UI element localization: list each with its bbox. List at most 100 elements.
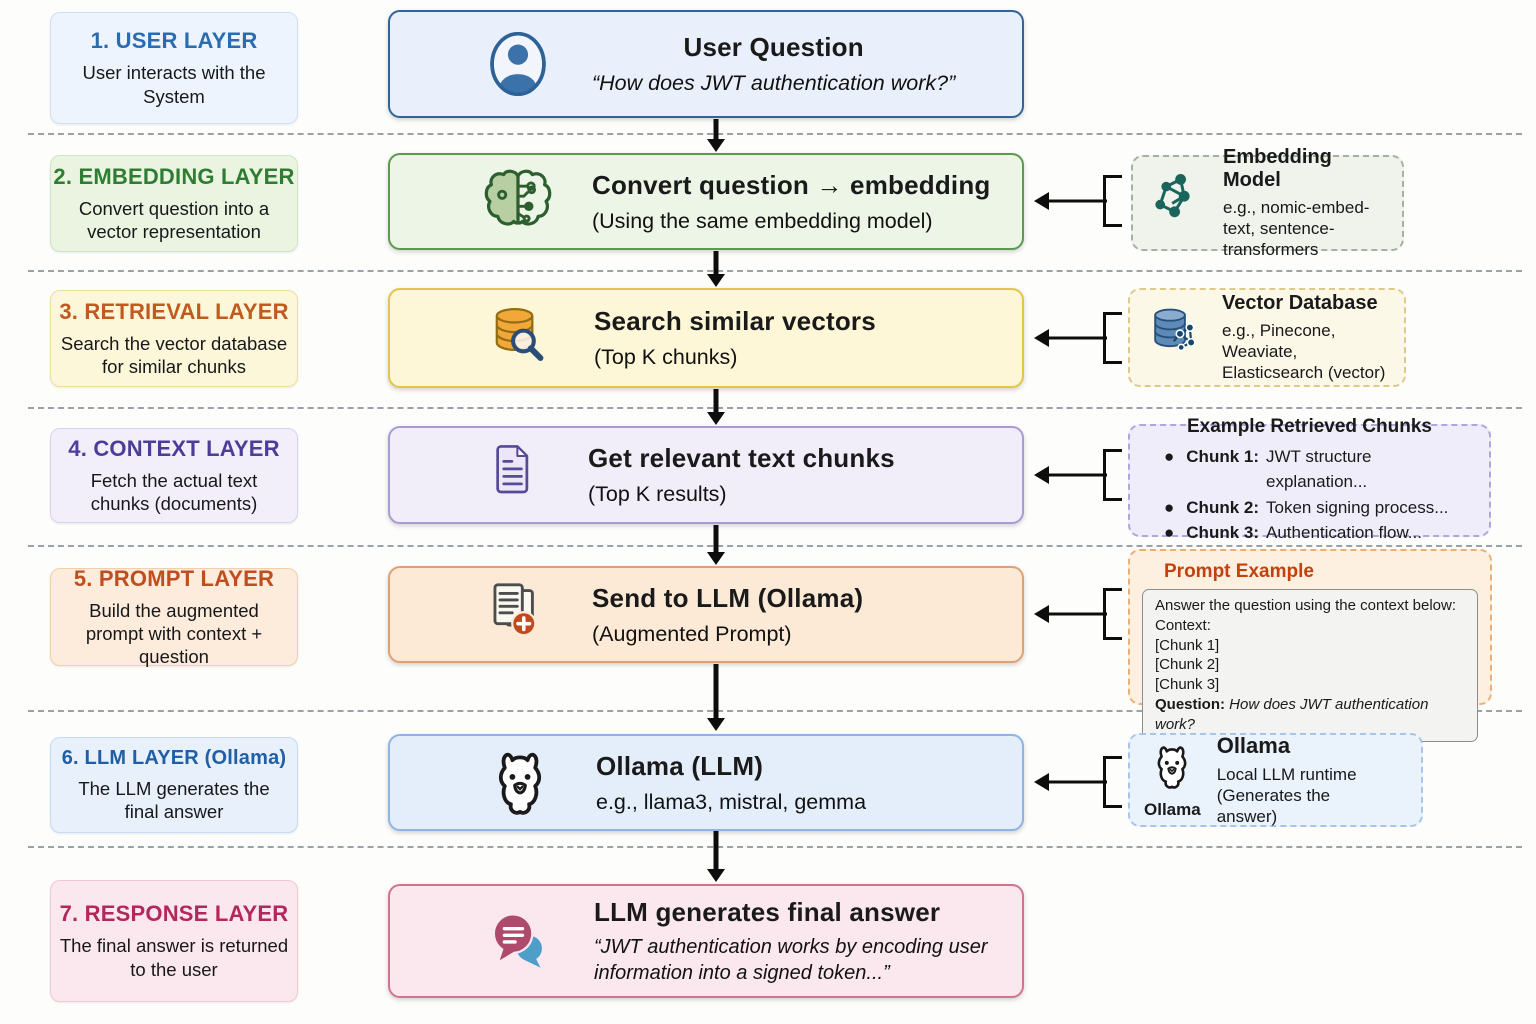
- layer-separator: [28, 133, 1522, 135]
- retrieval-layer-panel: 3. RETRIEVAL LAYER Search the vector dat…: [50, 290, 298, 387]
- vector-database-icon: [1144, 302, 1206, 373]
- chunk-text: Token signing process...: [1266, 497, 1449, 517]
- prompt-layer-panel: 5. PROMPT LAYER Build the augmented prom…: [50, 565, 298, 668]
- chunk-label: Chunk 2:: [1186, 497, 1260, 517]
- chat-bubbles-icon: [482, 904, 556, 978]
- side-connector: [1034, 588, 1122, 640]
- bullet-icon: ●: [1164, 497, 1175, 517]
- llama-icon: [482, 745, 558, 821]
- ollama-icon-label: Ollama: [1144, 799, 1201, 819]
- send-to-llm-node: Send to LLM (Ollama) (Augmented Prompt): [388, 566, 1024, 663]
- ollama-runtime-box: Ollama Ollama Local LLM runtime (Generat…: [1128, 733, 1423, 827]
- chunk-label: Chunk 1:: [1186, 446, 1260, 466]
- embedding-layer-desc: Convert question into a vector represent…: [78, 197, 270, 242]
- prompt-example-box: Prompt Example Answer the question using…: [1128, 549, 1492, 742]
- node-title: Ollama (LLM): [596, 750, 764, 781]
- flow-arrow-down: [706, 251, 726, 287]
- side-connector: [1034, 449, 1122, 501]
- llama-icon: [1146, 741, 1198, 798]
- flow-arrow-down: [706, 831, 726, 882]
- brain-circuit-icon: [482, 166, 554, 238]
- chunk-item: ● Chunk 1: JWT structure explanation...: [1164, 444, 1473, 495]
- node-subtitle: (Top K chunks): [594, 345, 738, 369]
- retrieved-chunks-box: Example Retrieved Chunks ● Chunk 1: JWT …: [1128, 416, 1491, 542]
- chunk-text: Authentication flow...: [1266, 523, 1422, 542]
- vector-database-box: Vector Database e.g., Pinecone, Weaviate…: [1128, 288, 1406, 387]
- side-box-desc: e.g., Pinecone, Weaviate, Elasticsearch …: [1222, 320, 1386, 383]
- layer-separator: [28, 846, 1522, 848]
- node-subtitle: “How does JWT authentication work?”: [592, 71, 956, 95]
- node-subtitle: “JWT authentication works by encoding us…: [594, 935, 988, 984]
- node-title: Send to LLM (Ollama): [592, 582, 864, 613]
- user-icon: [482, 26, 554, 102]
- flow-arrow-down: [706, 664, 726, 731]
- retrieval-layer-title: 3. RETRIEVAL LAYER: [59, 298, 289, 324]
- node-subtitle: (Top K results): [588, 482, 727, 506]
- user-layer-title: 1. USER LAYER: [90, 28, 258, 54]
- chunk-text: JWT structure explanation...: [1266, 446, 1372, 492]
- context-layer-desc: Fetch the actual text chunks (documents): [90, 469, 258, 514]
- ollama-llm-node: Ollama (LLM) e.g., llama3, mistral, gemm…: [388, 734, 1024, 831]
- document-plus-icon: [482, 579, 554, 651]
- prompt-example-title: Prompt Example: [1164, 561, 1314, 582]
- node-title: Search similar vectors: [594, 306, 876, 336]
- document-icon: [482, 441, 550, 509]
- search-vectors-node: Search similar vectors (Top K chunks): [388, 288, 1024, 388]
- llm-layer-panel: 6. LLM LAYER (Ollama) The LLM generates …: [50, 737, 298, 833]
- side-connector: [1034, 756, 1122, 808]
- node-title: Convert question → embedding: [592, 169, 991, 200]
- llm-layer-desc: The LLM generates the final answer: [78, 777, 270, 822]
- convert-embedding-node: Convert question → embedding (Using the …: [388, 153, 1024, 250]
- prompt-line: [Chunk 1]: [1155, 636, 1220, 654]
- context-layer-panel: 4. CONTEXT LAYER Fetch the actual text c…: [50, 428, 298, 523]
- bullet-icon: ●: [1164, 446, 1175, 466]
- embedding-model-box: Embedding Model e.g., nomic-embed-text, …: [1131, 146, 1404, 259]
- context-layer-title: 4. CONTEXT LAYER: [68, 435, 280, 461]
- user-layer-desc: User interacts with the System: [82, 62, 266, 107]
- side-box-title: Example Retrieved Chunks: [1187, 415, 1432, 437]
- side-connector: [1034, 312, 1122, 364]
- node-subtitle: (Using the same embedding model): [592, 208, 933, 233]
- response-layer-desc: The final answer is returned to the user: [59, 935, 289, 980]
- question-label: Question:: [1155, 695, 1225, 713]
- node-subtitle: (Augmented Prompt): [592, 621, 792, 646]
- response-layer-panel: 7. RESPONSE LAYER The final answer is re…: [50, 880, 298, 1002]
- final-answer-node: LLM generates final answer “JWT authenti…: [388, 884, 1024, 998]
- embedding-layer-title: 2. EMBEDDING LAYER: [53, 163, 295, 189]
- node-subtitle: e.g., llama3, mistral, gemma: [596, 789, 867, 814]
- node-title: User Question: [683, 32, 864, 62]
- layer-separator: [28, 407, 1522, 409]
- flow-arrow-down: [706, 525, 726, 565]
- flow-arrow-down: [706, 389, 726, 425]
- layer-separator: [28, 545, 1522, 547]
- prompt-line: [Chunk 3]: [1155, 676, 1220, 694]
- flow-arrow-down: [706, 119, 726, 152]
- prompt-layer-title: 5. PROMPT LAYER: [73, 565, 275, 591]
- user-question-node: User Question “How does JWT authenticati…: [388, 10, 1024, 118]
- chunk-item: ● Chunk 3: Authentication flow...: [1164, 520, 1473, 546]
- node-title: LLM generates final answer: [594, 896, 941, 927]
- side-box-title: Vector Database: [1222, 291, 1378, 314]
- chunk-item: ● Chunk 2: Token signing process...: [1164, 495, 1473, 521]
- retrieval-layer-desc: Search the vector database for similar c…: [60, 332, 288, 377]
- llm-layer-title: 6. LLM LAYER (Ollama): [61, 746, 287, 769]
- embedding-layer-panel: 2. EMBEDDING LAYER Convert question into…: [50, 155, 298, 252]
- side-box-title: Embedding Model: [1223, 145, 1332, 191]
- bullet-icon: ●: [1164, 523, 1175, 542]
- prompt-line: [Chunk 2]: [1155, 656, 1220, 674]
- prompt-layer-desc: Build the augmented prompt with context …: [85, 599, 263, 668]
- layer-separator: [28, 270, 1522, 272]
- prompt-line: Context:: [1155, 616, 1211, 634]
- get-chunks-node: Get relevant text chunks (Top K results): [388, 426, 1024, 524]
- side-box-desc: Local LLM runtime (Generates the answer): [1216, 764, 1357, 827]
- side-box-title: Ollama: [1216, 732, 1291, 758]
- node-title: Get relevant text chunks: [588, 443, 895, 473]
- network-graph-icon: [1147, 169, 1207, 238]
- prompt-line: Answer the question using the context be…: [1155, 597, 1457, 614]
- user-layer-panel: 1. USER LAYER User interacts with the Sy…: [50, 12, 298, 124]
- layer-separator: [28, 710, 1522, 712]
- chunk-label: Chunk 3:: [1186, 523, 1260, 542]
- side-connector: [1034, 175, 1122, 227]
- response-layer-title: 7. RESPONSE LAYER: [59, 901, 289, 927]
